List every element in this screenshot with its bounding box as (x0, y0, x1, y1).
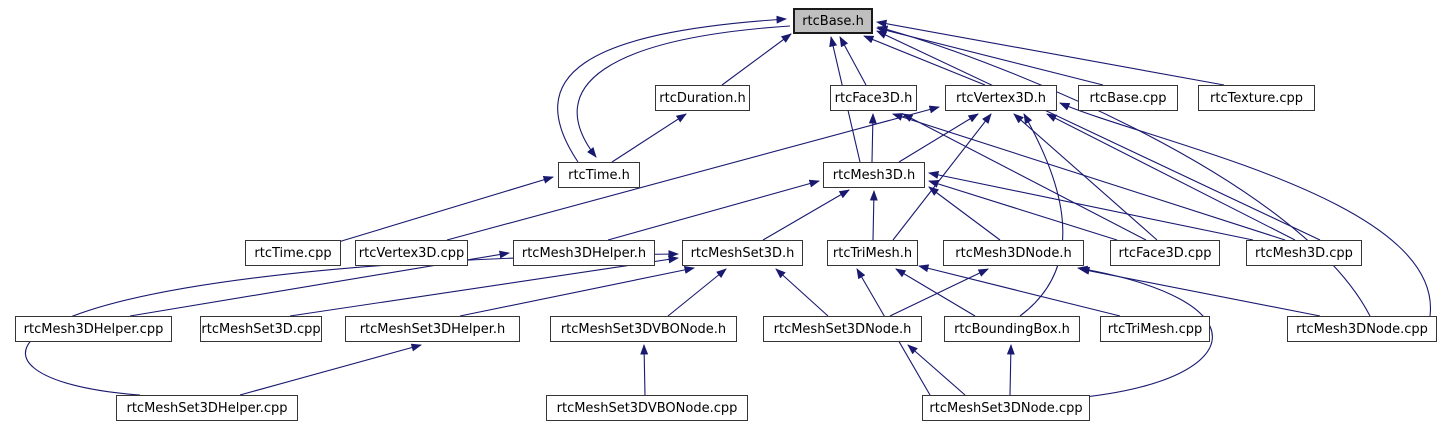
graph-node-helper[interactable]: rtcMesh3DHelper.h (513, 240, 655, 266)
edge-vbonodecpp-to-vbonode (640, 344, 649, 396)
graph-node-face[interactable]: rtcFace3D.h (830, 85, 917, 111)
graph-node-time[interactable]: rtcTime.h (558, 162, 640, 188)
graph-node-mesh3d[interactable]: rtcMesh3D.h (823, 162, 925, 188)
edge-trimesh-to-vertex (892, 113, 992, 241)
graph-node-sethelper[interactable]: rtcMeshSet3DHelper.h (345, 316, 520, 342)
graph-node-label: rtcMeshSet3DNode.h (773, 321, 912, 337)
graph-node-label: rtcMesh3DHelper.cpp (23, 321, 164, 337)
graph-node-helpercpp[interactable]: rtcMesh3DHelper.cpp (15, 316, 172, 342)
graph-node-vertexcpp[interactable]: rtcVertex3D.cpp (355, 240, 468, 266)
graph-node-label: rtcFace3D.h (834, 90, 913, 106)
edge-duration-to-base (721, 33, 792, 86)
graph-node-sethelpercpp[interactable]: rtcMeshSet3DHelper.cpp (116, 395, 298, 421)
edge-meshnode-to-mesh3d (928, 186, 1001, 241)
edge-time-to-base (557, 15, 787, 163)
graph-node-meshset[interactable]: rtcMeshSet3D.h (682, 240, 803, 266)
graph-node-label: rtcMeshSet3DVBONode.h (560, 321, 727, 337)
edge-mesh3dcpp-to-base (876, 30, 1321, 241)
edge-setnode-to-meshset (775, 268, 829, 317)
graph-node-meshnode[interactable]: rtcMesh3DNode.h (943, 240, 1084, 266)
graph-node-label: rtcMesh3D.cpp (1255, 245, 1353, 261)
graph-node-label: rtcMesh3D.h (832, 167, 916, 183)
graph-node-vbonodecpp[interactable]: rtcMeshSet3DVBONode.cpp (546, 395, 748, 421)
graph-node-label: rtcBase.cpp (1089, 90, 1167, 106)
graph-node-label: rtcFace3D.cpp (1118, 245, 1212, 261)
edge-meshnodecpp-to-vertex (1059, 102, 1431, 317)
graph-node-label: rtcMesh3DNode.cpp (1296, 321, 1428, 337)
graph-node-label: rtcDuration.h (659, 90, 746, 106)
graph-node-label: rtcMeshSet3D.cpp (201, 321, 321, 337)
edge-setnodecpp-to-bbox (1006, 344, 1015, 396)
edge-vbonode-to-meshset (667, 268, 727, 317)
graph-node-trimeshcpp[interactable]: rtcTriMesh.cpp (1100, 316, 1210, 342)
graph-node-vbonode[interactable]: rtcMeshSet3DVBONode.h (550, 316, 737, 342)
edge-meshsetcpp-to-meshset (289, 255, 679, 317)
edge-vertex-to-base (863, 35, 986, 86)
graph-node-vertex[interactable]: rtcVertex3D.h (945, 85, 1057, 111)
graph-node-meshnodecpp[interactable]: rtcMesh3DNode.cpp (1287, 316, 1437, 342)
edge-timecpp-to-time (334, 175, 554, 244)
edge-base-to-time (576, 25, 791, 158)
edge-vertexcpp-to-vertex (446, 105, 940, 241)
graph-node-label: rtcTime.h (568, 167, 630, 183)
edge-mesh3d-to-vertex (898, 113, 979, 163)
graph-node-meshsetcpp[interactable]: rtcMeshSet3D.cpp (200, 316, 322, 342)
edge-facecpp-to-mesh3d (928, 180, 1118, 241)
edge-face-to-base (839, 36, 867, 86)
edge-bbox-to-vertex (1019, 113, 1064, 317)
graph-node-texture[interactable]: rtcTexture.cpp (1198, 85, 1315, 111)
edge-mesh3dcpp-to-vertex (1046, 113, 1296, 241)
graph-node-base: rtcBase.h (793, 8, 873, 34)
edge-helper-to-mesh3d (607, 179, 820, 241)
edge-texture-to-base (876, 19, 1225, 86)
graph-node-label: rtcMeshSet3D.h (690, 245, 795, 261)
edge-time-to-duration (611, 113, 687, 163)
edge-facecpp-to-vertex (1013, 113, 1158, 241)
edge-mesh3d-to-face (868, 113, 877, 163)
edge-bbox-to-trimesh (895, 268, 976, 317)
edge-facecpp-to-face (902, 113, 1147, 241)
graph-node-label: rtcMeshSet3DHelper.h (359, 321, 506, 337)
graph-node-mesh3dcpp[interactable]: rtcMesh3D.cpp (1246, 240, 1362, 266)
graph-node-label: rtcMeshSet3DHelper.cpp (126, 400, 288, 416)
graph-node-duration[interactable]: rtcDuration.h (655, 85, 750, 111)
graph-node-bbox[interactable]: rtcBoundingBox.h (944, 316, 1080, 342)
graph-node-label: rtcBase.h (802, 13, 864, 29)
graph-node-label: rtcMesh3DHelper.h (521, 245, 647, 261)
edge-meshset-to-mesh3d (762, 189, 850, 241)
edge-setnodecpp-to-meshnode (1077, 265, 1213, 398)
graph-node-basecpp[interactable]: rtcBase.cpp (1078, 85, 1178, 111)
graph-node-trimesh[interactable]: rtcTriMesh.h (827, 240, 918, 266)
graph-node-setnode[interactable]: rtcMeshSet3DNode.h (763, 316, 922, 342)
graph-node-label: rtcMeshSet3DVBONode.cpp (556, 400, 738, 416)
edge-meshnodecpp-to-base (877, 25, 1371, 317)
edge-trimesh-to-mesh3d (869, 190, 878, 241)
graph-node-facecpp[interactable]: rtcFace3D.cpp (1110, 240, 1220, 266)
graph-node-label: rtcVertex3D.h (955, 90, 1047, 106)
graph-node-label: rtcMeshSet3DNode.cpp (929, 400, 1083, 416)
edge-meshnodecpp-to-meshnode (1079, 266, 1321, 317)
graph-node-label: rtcTriMesh.h (832, 245, 913, 261)
edge-setnodecpp-to-setnode (907, 344, 966, 396)
edge-sethelper-to-meshset (459, 265, 695, 317)
edge-setnode-to-meshnode (889, 268, 989, 317)
edge-sethelpercpp-to-sethelper (239, 343, 422, 396)
edge-mesh3dcpp-to-mesh3d (928, 171, 1254, 241)
graph-node-label: rtcMesh3DNode.h (955, 245, 1072, 261)
graph-node-timecpp[interactable]: rtcTime.cpp (245, 240, 341, 266)
graph-node-label: rtcBoundingBox.h (954, 321, 1070, 337)
graph-node-label: rtcVertex3D.cpp (358, 245, 465, 261)
graph-node-setnodecpp[interactable]: rtcMeshSet3DNode.cpp (922, 395, 1090, 421)
graph-node-label: rtcTriMesh.cpp (1107, 321, 1203, 337)
edge-mesh3dcpp-to-face (892, 113, 1286, 241)
edge-trimeshcpp-to-trimesh (918, 264, 1121, 317)
graph-node-label: rtcTime.cpp (254, 245, 332, 261)
graph-node-label: rtcTexture.cpp (1210, 90, 1303, 106)
